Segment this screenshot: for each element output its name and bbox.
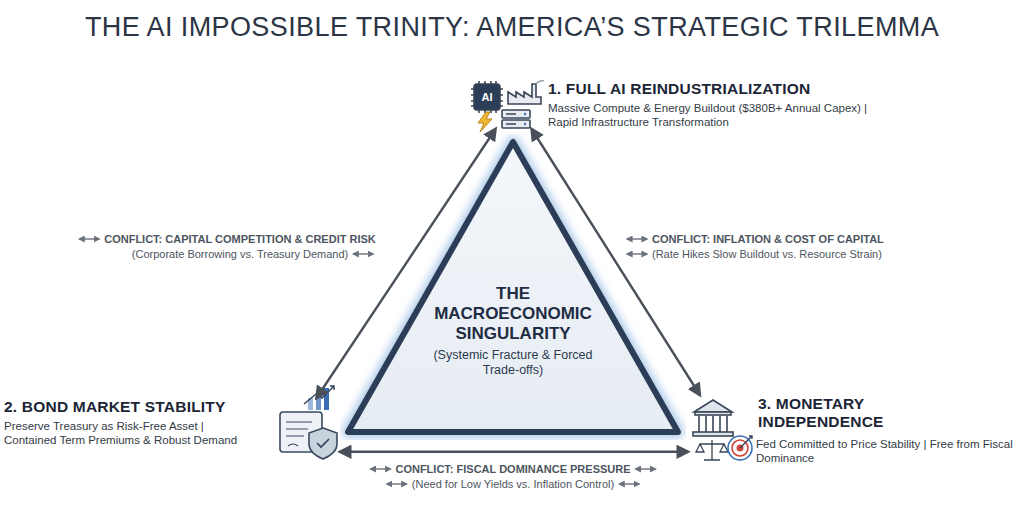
center-heading: THE MACROECONOMIC SINGULARITY xyxy=(423,284,603,344)
pillar-description: Fed Committed to Price Stability | Free … xyxy=(756,437,1014,465)
conflict-detail: (Rate Hikes Slow Buildout vs. Resource S… xyxy=(652,247,882,262)
conflict-arrow-icon xyxy=(627,253,647,254)
conflict-heading: CONFLICT: FISCAL DOMINANCE PRESSURE xyxy=(263,462,763,477)
conflict-arrow-icon xyxy=(627,238,647,239)
central-bank-icon xyxy=(693,400,752,460)
pillar-block: 3. MONETARY INDEPENDENCE Fed Committed to… xyxy=(688,395,1018,479)
pillar-block: 2. BOND MARKET STABILITY Preserve Treasur… xyxy=(4,398,340,476)
pillar-description: Massive Compute & Energy Buildout ($380B… xyxy=(548,101,893,129)
ai-industry-icon xyxy=(471,81,544,132)
conflict-detail: (Need for Low Yields vs. Inflation Contr… xyxy=(263,477,763,492)
conflict-arrow-icon xyxy=(370,468,390,469)
chip-label: AI xyxy=(475,91,499,103)
center-triangle: THE MACROECONOMIC SINGULARITY (Systemic F… xyxy=(340,134,686,440)
bond-certificate-icon xyxy=(280,386,337,459)
conflict-arrow-icon xyxy=(79,238,99,239)
conflict-arrow-icon xyxy=(353,253,373,254)
center-subtitle: (Systemic Fracture & Forced Trade-offs) xyxy=(423,348,603,378)
pillar-description: Preserve Treasury as Risk-Free Asset | C… xyxy=(4,419,256,447)
conflict-arrow-icon xyxy=(619,483,639,484)
conflict-detail: (Corporate Borrowing vs. Treasury Demand… xyxy=(70,247,410,262)
pillar-heading: 3. MONETARY INDEPENDENCE xyxy=(758,395,938,431)
pillar-heading: 2. BOND MARKET STABILITY xyxy=(4,398,270,416)
conflict-heading: CONFLICT: INFLATION & COST OF CAPITAL xyxy=(652,232,884,247)
conflict-arrow-icon xyxy=(636,468,656,469)
title-wrap: THE AI IMPOSSIBLE TRINITY: AMERICA’S STR… xyxy=(0,10,1024,44)
conflict-arrow xyxy=(340,451,688,453)
diagram-title: THE AI IMPOSSIBLE TRINITY: AMERICA’S STR… xyxy=(85,10,939,44)
pillar-block: 1. FULL AI REINDUSTRIALIZATION Massive Co… xyxy=(468,80,898,129)
triangle-text: THE MACROECONOMIC SINGULARITY (Systemic F… xyxy=(423,284,603,378)
conflict-arrow-icon xyxy=(387,483,407,484)
pillar-heading: 1. FULL AI REINDUSTRIALIZATION xyxy=(548,80,898,98)
conflict-heading: CONFLICT: CAPITAL COMPETITION & CREDIT R… xyxy=(70,232,410,247)
